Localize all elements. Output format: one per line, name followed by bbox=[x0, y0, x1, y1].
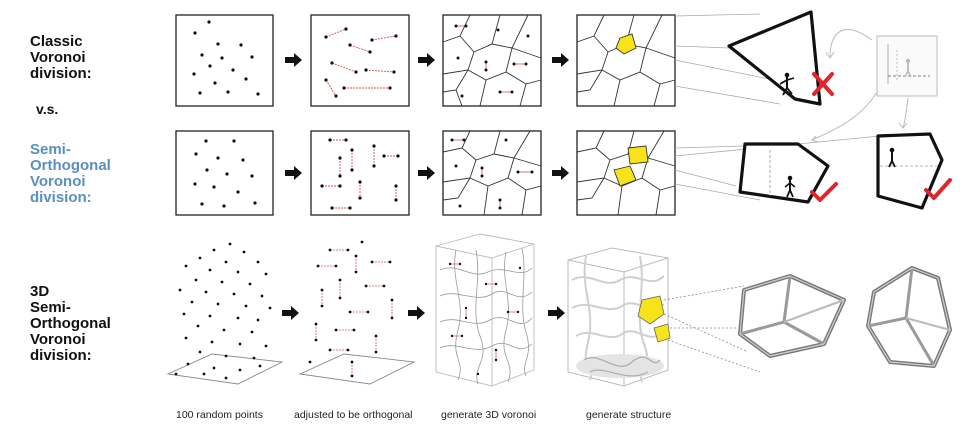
classic-adjusted-panel bbox=[310, 14, 410, 107]
3d-enlarged-cell-left bbox=[738, 274, 846, 358]
3d-structure-panel bbox=[567, 247, 671, 387]
red-x-icon bbox=[812, 72, 834, 96]
versus-label: v.s. bbox=[36, 101, 59, 117]
semi-enlarged-cell-right bbox=[876, 132, 952, 210]
right-arrow-icon bbox=[418, 166, 435, 180]
red-check-icon bbox=[810, 182, 838, 202]
person-icon bbox=[904, 58, 912, 78]
semi-orthogonal-voronoi-label: Semi- Orthogonal Voronoi division: bbox=[30, 141, 111, 206]
3d-semi-orthogonal-voronoi-label: 3D Semi- Orthogonal Voronoi division: bbox=[30, 283, 111, 364]
semi-structure-panel bbox=[576, 130, 676, 216]
right-arrow-icon bbox=[285, 166, 302, 180]
right-arrow-icon bbox=[552, 166, 569, 180]
right-arrow-icon bbox=[285, 53, 302, 67]
classic-voronoi-label: Classic Voronoi division: bbox=[30, 33, 92, 82]
caption-generate-structure: generate structure bbox=[586, 409, 672, 421]
person-icon bbox=[784, 175, 796, 198]
semi-adjusted-panel bbox=[310, 130, 410, 216]
right-arrow-icon bbox=[552, 53, 569, 67]
classic-random-points-panel bbox=[175, 14, 274, 107]
right-arrow-icon bbox=[408, 306, 425, 320]
semi-random-points-panel bbox=[175, 130, 274, 216]
semi-voronoi-panel bbox=[442, 130, 542, 216]
person-icon bbox=[779, 72, 795, 96]
person-icon bbox=[888, 147, 896, 168]
classic-structure-panel bbox=[576, 14, 676, 107]
3d-voronoi-panel bbox=[435, 233, 535, 387]
red-check-icon bbox=[924, 178, 952, 200]
classic-enlarged-cell bbox=[727, 10, 834, 106]
right-arrow-icon bbox=[418, 53, 435, 67]
right-arrow-icon bbox=[282, 306, 299, 320]
3d-adjusted-panel bbox=[298, 240, 416, 385]
classic-voronoi-panel bbox=[442, 14, 542, 107]
semi-enlarged-cell-left bbox=[738, 142, 838, 204]
3d-random-points-panel bbox=[166, 242, 284, 385]
axis-reference-box bbox=[876, 35, 938, 97]
caption-generate-3d-voronoi: generate 3D voronoi bbox=[441, 409, 537, 421]
caption-adjusted-orthogonal: adjusted to be orthogonal bbox=[294, 409, 413, 421]
right-arrow-icon bbox=[548, 306, 565, 320]
caption-random-points: 100 random points bbox=[176, 409, 263, 421]
3d-enlarged-cell-right bbox=[866, 266, 952, 368]
